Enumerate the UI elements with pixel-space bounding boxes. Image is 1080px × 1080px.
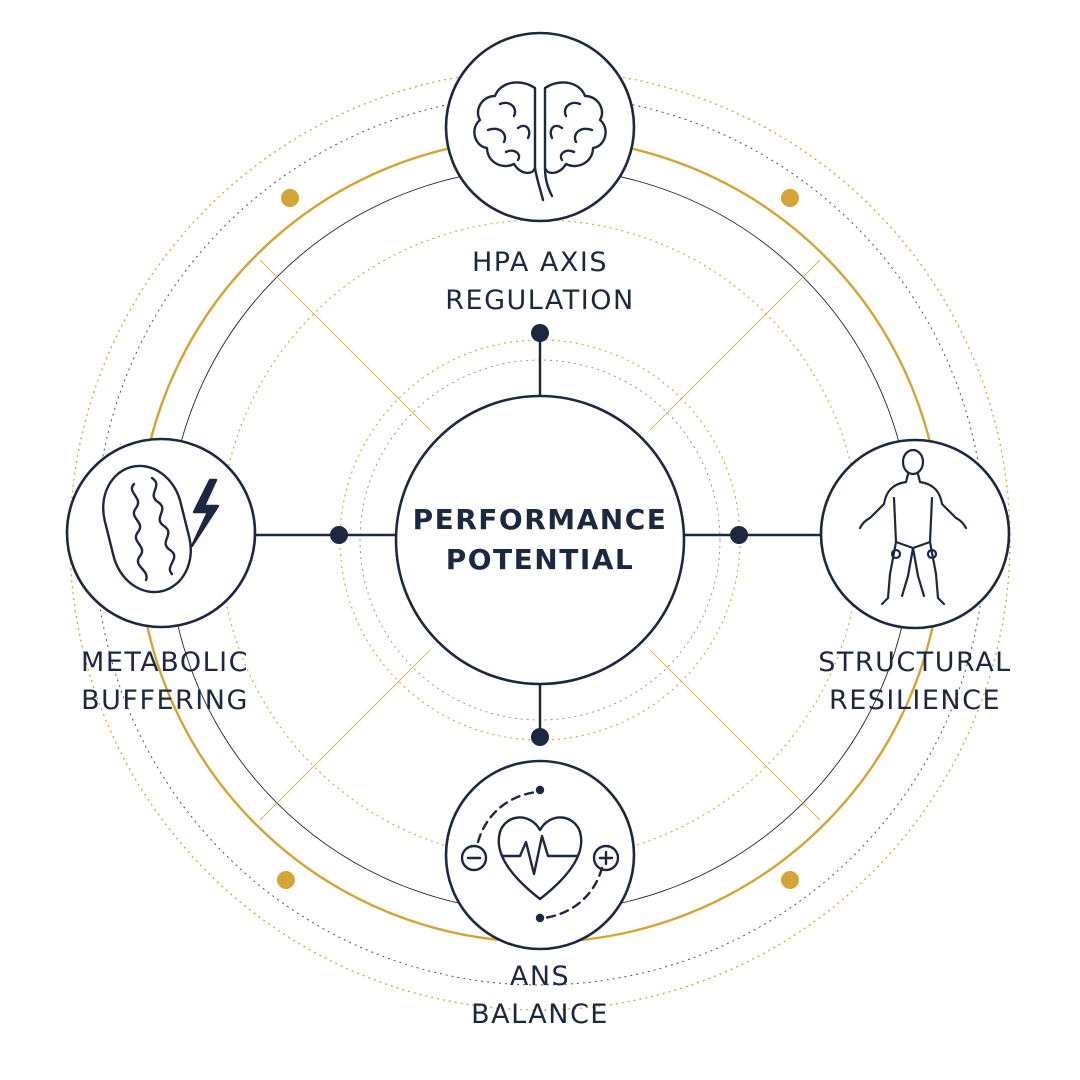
brain-icon — [473, 81, 607, 202]
connector-dot-top — [531, 324, 549, 342]
node-bottom-label: ANS BALANCE — [415, 958, 665, 1034]
gold-dot-bottom-right — [781, 871, 799, 889]
heart-pulse-balance-icon — [460, 785, 620, 923]
center-label-line1: PERFORMANCE — [412, 503, 668, 536]
node-bottom-circle — [444, 759, 636, 951]
gold-dot-top-left — [281, 189, 299, 207]
node-top-label-line1: HPA AXIS — [472, 247, 608, 278]
gold-accent-dots — [277, 189, 799, 889]
node-left-circle — [65, 437, 257, 629]
node-top-label-line2: REGULATION — [445, 285, 635, 316]
node-bottom — [444, 759, 636, 951]
center-hub — [394, 394, 686, 686]
node-bottom-label-line2: BALANCE — [471, 999, 609, 1030]
node-right-label-line1: STRUCTURAL — [818, 647, 1012, 678]
node-left — [65, 437, 257, 629]
connector-dot-right — [730, 526, 748, 544]
connector-dots — [330, 324, 748, 746]
node-top-circle — [444, 31, 636, 223]
center-label-line2: POTENTIAL — [445, 543, 635, 576]
node-right-label: STRUCTURAL RESILIENCE — [780, 644, 1050, 720]
center-label: PERFORMANCE POTENTIAL — [390, 500, 690, 580]
node-right-label-line2: RESILIENCE — [828, 685, 1002, 716]
human-body-icon — [858, 448, 968, 606]
node-bottom-label-line1: ANS — [509, 961, 571, 992]
mitochondria-lightning-icon — [102, 464, 220, 594]
gold-dot-bottom-left — [277, 871, 295, 889]
node-left-label-line2: BUFFERING — [81, 685, 249, 716]
connector-dot-bottom — [531, 728, 549, 746]
node-top — [444, 31, 636, 223]
node-right-circle — [819, 438, 1011, 630]
gold-dot-top-right — [781, 189, 799, 207]
node-right — [819, 438, 1011, 630]
diagonal-guides — [259, 259, 821, 821]
connector-dot-left — [330, 526, 348, 544]
node-left-label: METABOLIC BUFFERING — [40, 644, 290, 720]
node-left-label-line1: METABOLIC — [81, 647, 249, 678]
node-top-label: HPA AXIS REGULATION — [390, 244, 690, 320]
